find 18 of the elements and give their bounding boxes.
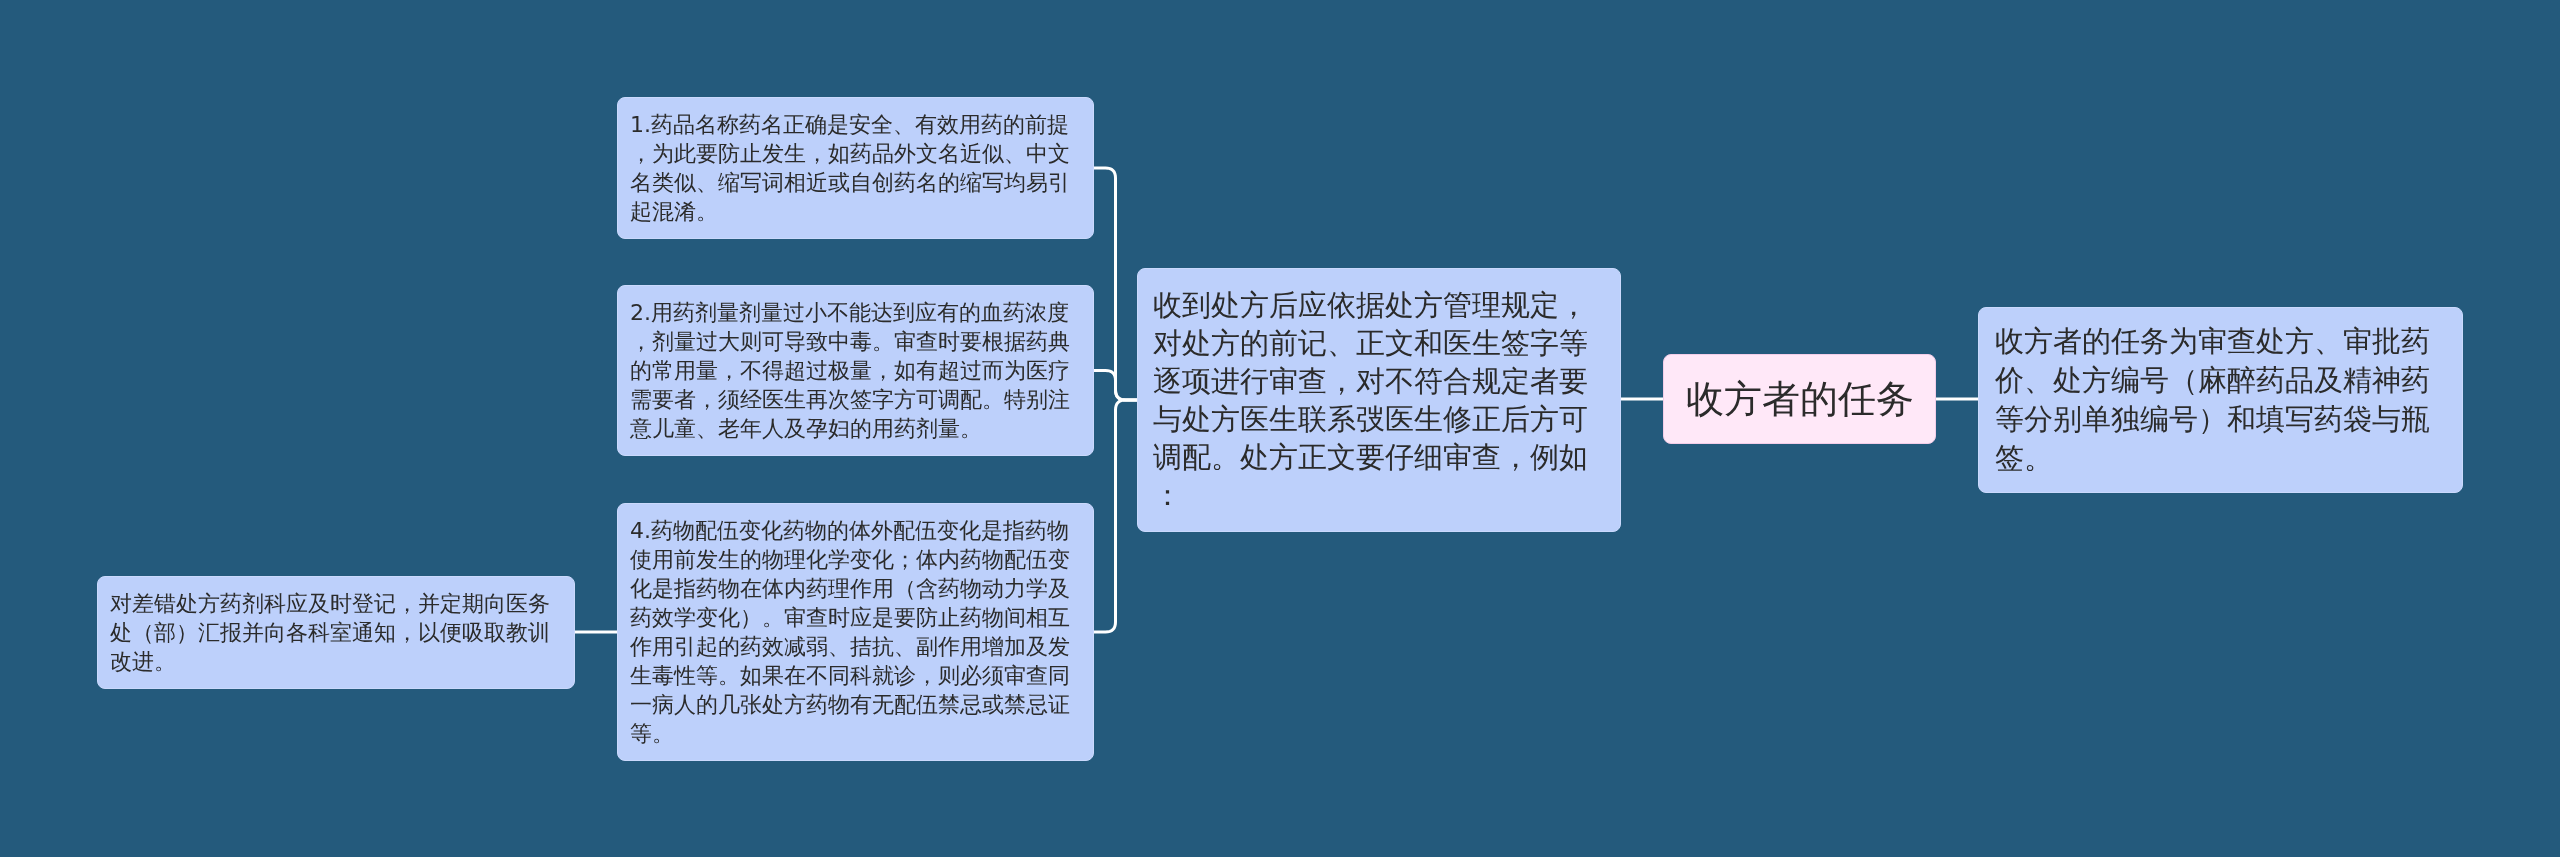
- topic-text: 1.药品名称药名正确是安全、有效用药的前提，为此要防止发生，如药品外文名近似、中文名类似、缩写词相近或自创药名的缩写均易引起混淆。: [630, 111, 1071, 226]
- connector-line: [1619, 397, 1665, 401]
- connector-line: [573, 630, 619, 634]
- topic-text: 2.用药剂量剂量过小不能达到应有的血药浓度，剂量过大则可导致中毒。审查时要根据药典的常用量，不得超过极量，如有超过而为医疗需要者，须经医生再次签字方可调配。特别注意儿童、老年人及孕妇的用药剂量。: [630, 299, 1071, 443]
- topic-text: 收方者的任务为审查处方、审批药价、处方编号（麻醉药品及精神药等分别单独编号）和填写药袋与瓶签。: [1995, 323, 2431, 477]
- topic-box: [1137, 268, 1621, 532]
- topic-box: [97, 576, 575, 689]
- topic-text: 收方者的任务: [1685, 376, 1914, 422]
- topic-box: [617, 97, 1094, 239]
- central-topic: [1663, 354, 1936, 444]
- connector-line: [1092, 398, 1139, 634]
- topic-box: [617, 503, 1094, 761]
- topic-box: [617, 285, 1094, 456]
- topic-text: 4.药物配伍变化药物的体外配伍变化是指药物使用前发生的物理化学变化；体内药物配伍变化是指药物在体内药理作用（含药物动力学及药效学变化）。审查时应是要防止药物间相互作用引起的药效减弱、拮抗、副作用增加及发生毒性等。如果在不同科就诊，则必须审查同一病人的几张处方药物有无配伍禁忌或禁忌证等。: [630, 517, 1071, 748]
- connector-line: [1934, 397, 1980, 401]
- topic-box: [1978, 307, 2463, 493]
- topic-text: 收到处方后应依据处方管理规定，对处方的前记、正文和医生签字等逐项进行审查，对不符合规定者要与处方医生联系弢医生修正后方可调配。处方正文要仔细审查，例如：: [1153, 287, 1589, 514]
- topic-text: 对差错处方药剂科应及时登记，并定期向医务处（部）汇报并向各科室通知，以便吸取教训改进。: [110, 590, 551, 676]
